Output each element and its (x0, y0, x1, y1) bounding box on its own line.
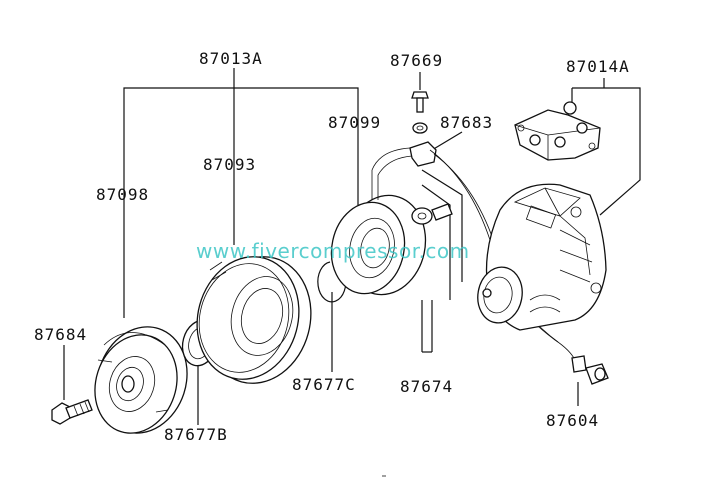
mounting-stud (411, 203, 453, 225)
compressor-body (477, 183, 607, 331)
label-87677C: 87677C (292, 375, 356, 394)
hub-bolt (51, 399, 93, 425)
pulley (196, 256, 312, 384)
armature-plate (94, 326, 188, 434)
leader-lines (63, 68, 641, 425)
rear-head (514, 101, 601, 161)
label-87669: 87669 (390, 51, 443, 70)
watermark-text: www.fivercompressor.com (196, 239, 470, 263)
label-87093: 87093 (203, 155, 256, 174)
label-87674: 87674 (400, 377, 453, 396)
label-87099: 87099 (328, 113, 381, 132)
label-87013A: 87013A (199, 49, 263, 68)
label-87098: 87098 (96, 185, 149, 204)
part-labels: 87013A 87669 87014A 87099 87683 87093 87… (34, 49, 630, 444)
field-coil (330, 147, 427, 296)
snap-ring (317, 261, 347, 303)
label-87604: 87604 (546, 411, 599, 430)
label-87683: 87683 (440, 113, 493, 132)
label-87677B: 87677B (164, 425, 228, 444)
label-87014A: 87014A (566, 57, 630, 76)
label-87684: 87684 (34, 325, 87, 344)
sensor (571, 355, 609, 385)
